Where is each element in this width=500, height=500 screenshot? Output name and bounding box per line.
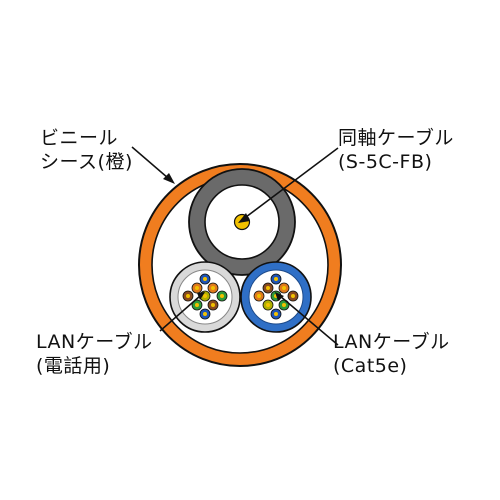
label-coaxial-cable: 同軸ケーブル (S-5C-FB) [338, 126, 454, 174]
lan-phone-conductor-core [203, 312, 207, 316]
lan-cable-phone [169, 261, 241, 333]
arrowhead-lan-phone [197, 292, 205, 300]
lan-phone-conductor-core [203, 294, 207, 298]
lan-phone-conductor-core [211, 286, 215, 290]
lan-phone-conductor-core [186, 294, 190, 298]
label-coaxial-line2: (S-5C-FB) [338, 151, 433, 173]
label-lan-phone-line1: LANケーブル [36, 331, 153, 353]
lan-cat5e-conductor-core [282, 303, 286, 307]
arrowhead-vinyl-sheath [163, 173, 175, 184]
label-vinyl-sheath: ビニール シース(橙) [40, 126, 133, 174]
lan-cat5e-conductor-core [291, 294, 295, 298]
label-lan-cat5e-line2: (Cat5e) [333, 355, 408, 377]
lan-cat5e-conductor-core [274, 312, 278, 316]
label-coaxial-line1: 同軸ケーブル [338, 127, 454, 149]
lan-phone-conductor-core [195, 286, 199, 290]
leader-line-vinyl-sheath [131, 146, 169, 179]
lan-cable-cat5e [240, 261, 312, 333]
lan-phone-conductor-core [211, 303, 215, 307]
lan-cat5e-conductor-core [282, 286, 286, 290]
arrowhead-lan-cat5e [275, 292, 284, 301]
leader-line-lan-cat5e [279, 295, 339, 346]
arrowhead-coaxial [238, 213, 250, 223]
label-lan-cat5e-line1: LANケーブル [333, 331, 450, 353]
lan-phone-conductor-core [220, 294, 224, 298]
leader-line-coaxial [245, 147, 339, 218]
lan-cat5e-conductor-core [257, 294, 261, 298]
lan-cat5e-conductor-core [266, 286, 270, 290]
lan-phone-conductor-core [195, 303, 199, 307]
label-lan-cat5e: LANケーブル (Cat5e) [333, 330, 450, 378]
label-lan-phone-line2: (電話用) [36, 355, 111, 377]
lan-cat5e-conductor-core [266, 303, 270, 307]
label-vinyl-sheath-line2: シース(橙) [40, 151, 133, 173]
label-lan-phone: LANケーブル (電話用) [36, 330, 153, 378]
label-vinyl-sheath-line1: ビニール [40, 127, 119, 149]
leader-line-lan-phone [159, 295, 201, 332]
lan-cat5e-conductor-core [274, 277, 278, 281]
lan-phone-conductor-core [203, 277, 207, 281]
